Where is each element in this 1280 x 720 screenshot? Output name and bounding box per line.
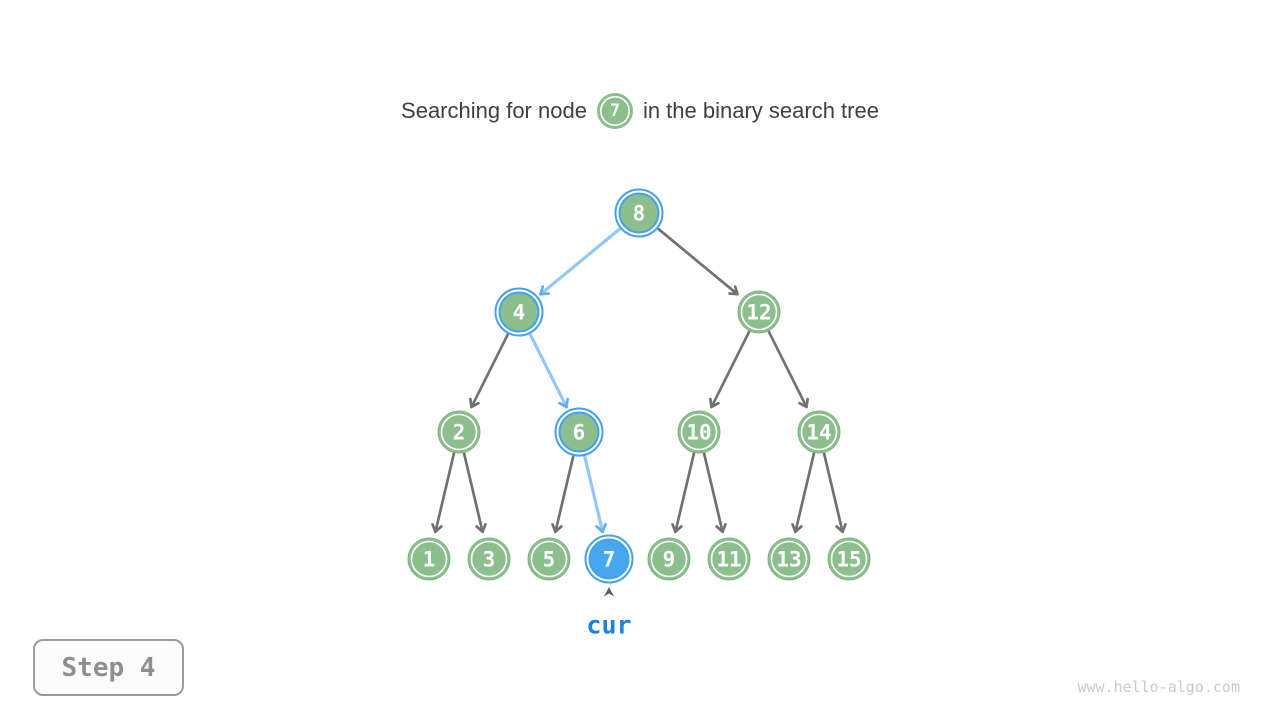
step-indicator: Step 4 xyxy=(33,639,184,696)
tree-edge-14-13 xyxy=(791,452,816,534)
tree-node-6: 6 xyxy=(554,407,604,457)
tree-edges xyxy=(431,227,847,534)
tree-node-value: 15 xyxy=(836,548,861,572)
cur-label: cur xyxy=(586,610,632,640)
tree-node-value: 2 xyxy=(453,421,466,445)
target-node-badge: 7 xyxy=(596,93,633,129)
tree-node-8: 8 xyxy=(614,188,664,238)
tree-node-value: 8 xyxy=(633,202,646,226)
tree-node-value: 1 xyxy=(423,548,436,572)
tree-node-value: 13 xyxy=(776,548,801,572)
tree-node-value: 9 xyxy=(663,548,676,572)
tree-node-5: 5 xyxy=(527,537,571,581)
tree-edge-14-15 xyxy=(822,452,847,534)
tree-node-7: 7 xyxy=(584,534,634,584)
cur-pointer-caret-icon xyxy=(604,587,614,597)
title-prefix: Searching for node xyxy=(401,98,587,123)
target-node-value: 7 xyxy=(609,101,621,121)
tree-node-1: 1 xyxy=(407,537,451,581)
tree-edge-2-3 xyxy=(462,452,487,534)
tree-node-value: 6 xyxy=(573,421,586,445)
tree-node-value: 7 xyxy=(603,548,616,572)
tree-node-4: 4 xyxy=(494,287,544,337)
tree-edge-8-4 xyxy=(538,227,621,296)
tree-node-value: 12 xyxy=(746,301,771,325)
tree-node-9: 9 xyxy=(647,537,691,581)
tree-node-15: 15 xyxy=(827,537,871,581)
tree-node-value: 3 xyxy=(483,548,496,572)
tree-edge-10-9 xyxy=(671,452,696,534)
tree-edge-10-11 xyxy=(702,452,727,534)
tree-node-value: 11 xyxy=(716,548,741,572)
tree-node-value: 14 xyxy=(806,421,831,445)
tree-edge-6-5 xyxy=(551,455,575,534)
watermark: www.hello-algo.com xyxy=(1077,678,1240,696)
tree-edge-12-10 xyxy=(709,330,751,409)
tree-node-value: 5 xyxy=(543,548,556,572)
tree-node-12: 12 xyxy=(737,290,781,334)
tree-edge-2-1 xyxy=(431,452,456,534)
tree-edge-8-12 xyxy=(657,227,739,296)
tree-edge-6-7 xyxy=(583,455,607,534)
title-suffix: in the binary search tree xyxy=(642,98,879,123)
tree-edge-4-6 xyxy=(528,333,569,409)
tree-edge-4-2 xyxy=(469,333,509,409)
tree-node-value: 10 xyxy=(686,421,711,445)
diagram-title: Searching for node 7 in the binary searc… xyxy=(0,92,1280,130)
tree-node-10: 10 xyxy=(677,410,721,454)
tree-node-13: 13 xyxy=(767,537,811,581)
tree-node-14: 14 xyxy=(797,410,841,454)
tree-node-11: 11 xyxy=(707,537,751,581)
tree-edge-12-14 xyxy=(767,330,809,409)
tree-node-2: 2 xyxy=(437,410,481,454)
tree-node-value: 4 xyxy=(513,301,526,325)
tree-node-3: 3 xyxy=(467,537,511,581)
step-indicator-label: Step 4 xyxy=(61,652,156,683)
